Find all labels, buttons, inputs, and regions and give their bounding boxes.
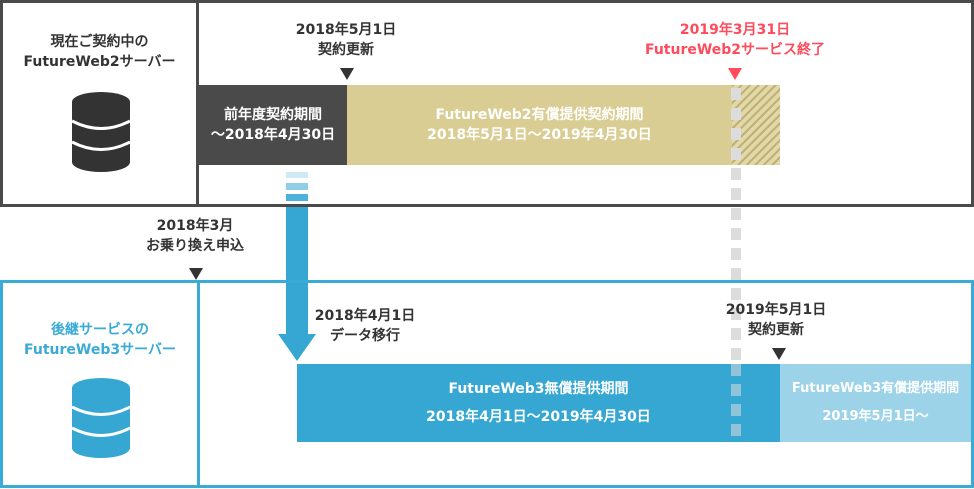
fw2-renewal-date: 2018年5月1日 — [295, 22, 397, 38]
database-icon — [71, 92, 131, 172]
fw3-paid-period-line1: FutureWeb3有償提供期間 — [791, 381, 960, 396]
fw3-renewal-annotation: 2019年5月1日 契約更新 — [716, 298, 836, 342]
service-end-dashed-line-overlay — [731, 364, 741, 442]
migration-arrow-shaft — [286, 207, 308, 335]
current-server-label: 現在ご契約中の FutureWeb2サーバー — [3, 22, 196, 82]
prev-contract-period-line1: 前年度契約期間 — [224, 107, 322, 123]
successor-server-divider — [197, 280, 200, 488]
migration-label: データ移行 — [330, 328, 400, 344]
fw2-paid-period-line1: FutureWeb2有償提供契約期間 — [435, 107, 644, 123]
migration-arrow-head — [278, 334, 316, 361]
successor-server-title-line1: 後継サービスの — [51, 322, 149, 338]
fw2-end-date: 2019年3月31日 — [679, 22, 791, 38]
fw3-free-period-line1: FutureWeb3無償提供期間 — [448, 381, 629, 397]
migration-arrow-stripe3 — [286, 194, 308, 201]
migration-arrow-stripe2 — [286, 183, 308, 190]
migration-date: 2018年4月1日 — [314, 308, 416, 324]
fw2-end-annotation: 2019年3月31日 FutureWeb2サービス終了 — [630, 18, 840, 62]
successor-server-frame — [0, 280, 974, 488]
fw3-paid-period-line2: 2019年5月1日～ — [822, 409, 929, 424]
fw3-free-period-bar: FutureWeb3無償提供期間 2018年4月1日～2019年4月30日 — [297, 364, 780, 442]
successor-server-label: 後継サービスの FutureWeb3サーバー — [3, 310, 197, 370]
apply-marker — [189, 268, 203, 280]
fw3-free-period-line2: 2018年4月1日～2019年4月30日 — [426, 409, 651, 425]
apply-annotation: 2018年3月 お乗り換え申込 — [120, 214, 270, 258]
fw2-end-label: FutureWeb2サービス終了 — [644, 42, 826, 58]
fw2-end-marker — [728, 68, 742, 80]
fw3-renewal-date: 2019年5月1日 — [725, 302, 827, 318]
fw3-renewal-label: 契約更新 — [748, 322, 804, 338]
fw2-paid-period-line2: 2018年5月1日～2019年4月30日 — [427, 127, 652, 143]
database-icon — [71, 378, 131, 458]
fw2-renewal-label: 契約更新 — [318, 42, 374, 58]
current-server-frame — [0, 0, 974, 207]
service-end-dashed-line — [731, 88, 741, 444]
fw2-renewal-marker — [340, 68, 354, 80]
apply-date: 2018年3月 — [156, 218, 234, 234]
prev-contract-period-bar: 前年度契約期間 ～2018年4月30日 — [199, 85, 347, 165]
apply-label: お乗り換え申込 — [146, 238, 244, 254]
fw2-paid-period-bar: FutureWeb2有償提供契約期間 2018年5月1日～2019年4月30日 — [347, 85, 732, 165]
migration-arrow-stripe1 — [286, 172, 308, 178]
fw3-renewal-marker — [772, 348, 786, 360]
successor-server-title-line2: FutureWeb3サーバー — [24, 342, 176, 358]
current-server-title-line1: 現在ご契約中の — [50, 34, 149, 50]
current-server-divider — [196, 0, 199, 207]
migration-annotation: 2018年4月1日 データ移行 — [300, 304, 430, 348]
fw2-renewal-annotation: 2018年5月1日 契約更新 — [286, 18, 406, 62]
prev-contract-period-line2: ～2018年4月30日 — [210, 127, 336, 143]
fw3-paid-period-bar: FutureWeb3有償提供期間 2019年5月1日～ — [780, 364, 971, 442]
current-server-title-line2: FutureWeb2サーバー — [23, 54, 176, 70]
